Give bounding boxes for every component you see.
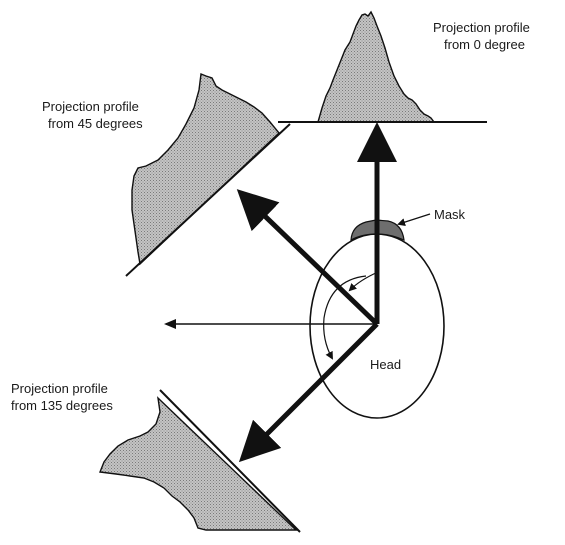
label-profile-45-line1: Projection profile [42,99,139,115]
profile-45-shape [132,74,279,264]
label-profile-45-line2: from 45 degrees [48,116,143,132]
label-profile-135-line1: Projection profile [11,381,108,397]
label-head: Head [370,357,401,373]
mask-pointer-arrow [399,214,430,224]
label-mask: Mask [434,207,465,223]
label-profile-135-line2: from 135 degrees [11,398,113,414]
label-profile-0-line1: Projection profile [433,20,530,36]
profile-135-shape [100,398,296,530]
label-profile-0-line2: from 0 degree [444,37,525,53]
profile-45-degree [126,74,290,276]
profile-0-shape [318,12,434,122]
profile-135-degree [100,390,300,532]
